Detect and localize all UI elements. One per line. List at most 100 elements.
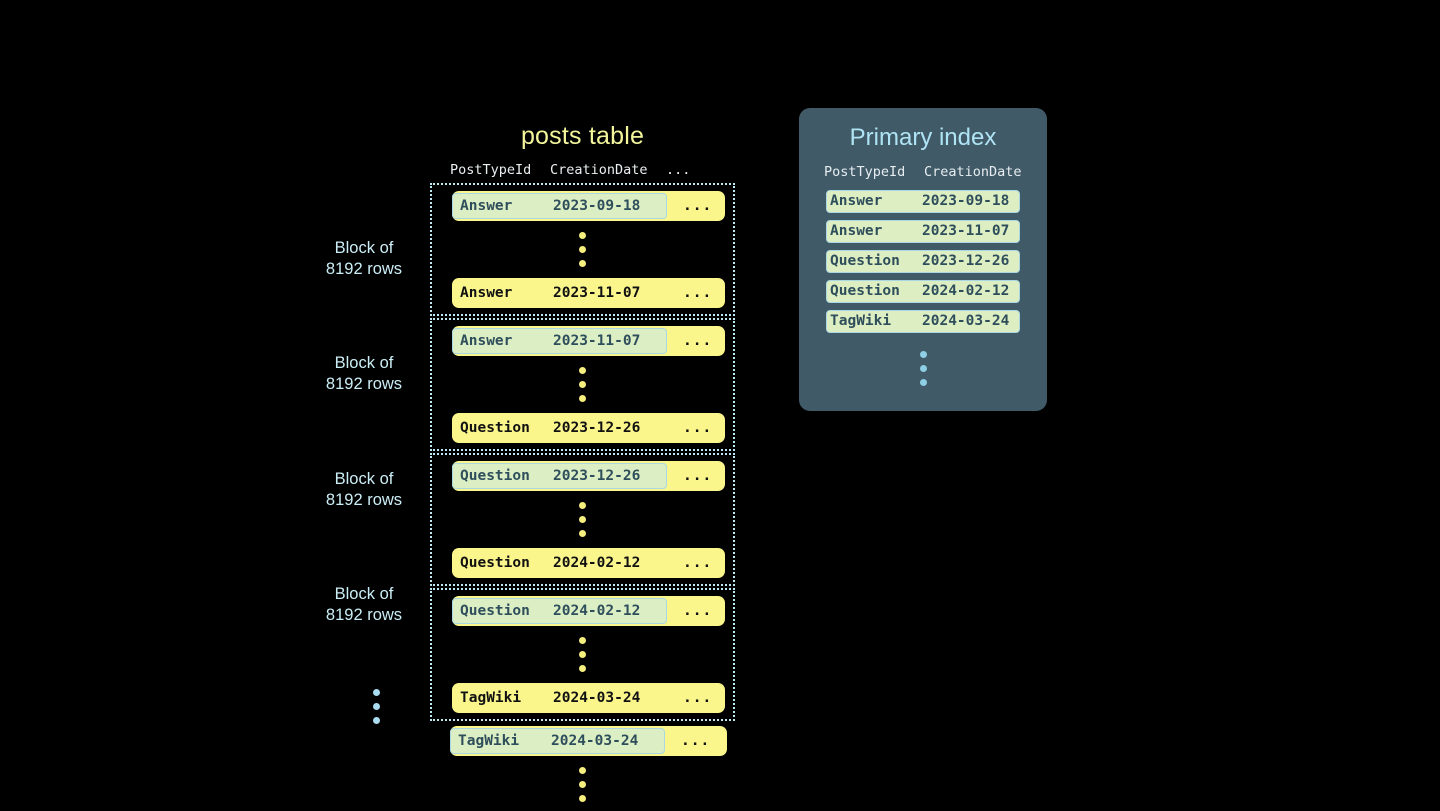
row-mark-highlight: Question 2023-12-26 <box>452 463 667 489</box>
row-mark-highlight: Answer 2023-09-18 <box>452 193 667 219</box>
cell-more: ... <box>683 603 713 619</box>
block-label-2-line1: Block of <box>334 354 394 372</box>
posts-table-title: posts table <box>520 122 645 150</box>
table-row[interactable]: TagWiki 2024-03-24 ... <box>450 726 727 756</box>
index-cell-creationdate: 2024-02-12 <box>922 283 1010 299</box>
index-cell-posttypeid: TagWiki <box>830 313 892 329</box>
column-header-posttypeid: PostTypeId <box>450 162 532 178</box>
dot-icon <box>579 781 586 788</box>
index-mark-row[interactable]: Question 2023-12-26 <box>826 250 1020 273</box>
cell-posttypeid: Question <box>460 555 530 571</box>
index-cell-posttypeid: Question <box>830 253 900 269</box>
block-label-2: Block of 8192 rows <box>300 353 428 395</box>
cell-creationdate: 2024-02-12 <box>553 555 641 571</box>
dot-icon <box>372 717 380 724</box>
cell-posttypeid: Answer <box>460 198 513 214</box>
vertical-ellipsis-icon <box>432 358 733 411</box>
block-label-3-line2: 8192 rows <box>325 491 403 509</box>
index-cell-posttypeid: Question <box>830 283 900 299</box>
posts-table-panel: posts table PostTypeId CreationDate ... … <box>430 120 735 811</box>
index-cell-creationdate: 2023-11-07 <box>922 223 1010 239</box>
cell-posttypeid: TagWiki <box>460 690 522 706</box>
cell-more: ... <box>683 198 713 214</box>
dot-icon <box>372 689 380 696</box>
cell-creationdate: 2023-12-26 <box>553 468 641 484</box>
cell-more: ... <box>683 420 713 436</box>
block-label-3: Block of 8192 rows <box>300 469 428 511</box>
block-continuation-dots <box>300 680 452 733</box>
block-label-3-line1: Block of <box>334 470 394 488</box>
table-block: Question 2023-12-26 ... Question 2024-02… <box>430 453 735 586</box>
column-header-more: ... <box>666 162 691 178</box>
dot-icon <box>579 530 586 537</box>
cell-creationdate: 2023-11-07 <box>553 333 641 349</box>
table-block: Answer 2023-11-07 ... Question 2023-12-2… <box>430 318 735 451</box>
dot-icon <box>579 651 586 658</box>
row-cells: Question 2023-12-26 <box>452 415 667 441</box>
row-mark-highlight: TagWiki 2024-03-24 <box>450 728 665 754</box>
index-mark-row[interactable]: Answer 2023-09-18 <box>826 190 1020 213</box>
row-mark-highlight: Answer 2023-11-07 <box>452 328 667 354</box>
block-label-4-line2: 8192 rows <box>325 606 403 624</box>
vertical-ellipsis-icon <box>430 758 735 811</box>
vertical-ellipsis-icon <box>372 680 380 733</box>
block-label-4: Block of 8192 rows <box>300 584 428 626</box>
primary-index-column-headers: PostTypeId CreationDate <box>799 164 1047 180</box>
vertical-ellipsis-icon <box>432 493 733 546</box>
primary-index-panel: Primary index PostTypeId CreationDate An… <box>799 108 1047 411</box>
block-label-1-line1: Block of <box>334 239 394 257</box>
table-row[interactable]: Question 2023-12-26 ... <box>452 461 725 491</box>
index-continuation-dots <box>799 340 1047 395</box>
row-cells: Question 2024-02-12 <box>452 550 667 576</box>
block-label-4-line1: Block of <box>334 585 394 603</box>
cell-more: ... <box>683 555 713 571</box>
cell-more: ... <box>681 733 711 749</box>
dot-icon <box>579 232 586 239</box>
index-cell-posttypeid: Answer <box>830 223 883 239</box>
dot-icon <box>579 665 586 672</box>
row-cells: Answer 2023-11-07 <box>452 280 667 306</box>
dot-icon <box>579 260 586 267</box>
vertical-ellipsis-icon <box>432 628 733 681</box>
dot-icon <box>372 703 380 710</box>
index-mark-row[interactable]: Answer 2023-11-07 <box>826 220 1020 243</box>
cell-posttypeid: Question <box>460 468 530 484</box>
cell-posttypeid: Question <box>460 603 530 619</box>
block-label-1-line2: 8192 rows <box>325 260 403 278</box>
primary-index-title: Primary index <box>849 124 997 151</box>
dot-icon <box>579 367 586 374</box>
dot-icon <box>919 351 927 358</box>
table-row[interactable]: Answer 2023-11-07 ... <box>452 278 725 308</box>
cell-creationdate: 2023-12-26 <box>553 420 641 436</box>
index-cell-posttypeid: Answer <box>830 193 883 209</box>
vertical-ellipsis-icon <box>919 342 927 395</box>
index-mark-row[interactable]: TagWiki 2024-03-24 <box>826 310 1020 333</box>
index-cell-creationdate: 2023-09-18 <box>922 193 1010 209</box>
dot-icon <box>579 516 586 523</box>
table-row[interactable]: TagWiki 2024-03-24 ... <box>452 683 725 713</box>
table-block: Question 2024-02-12 ... TagWiki 2024-03-… <box>430 588 735 721</box>
vertical-ellipsis-icon <box>432 223 733 276</box>
cell-more: ... <box>683 690 713 706</box>
dot-icon <box>579 502 586 509</box>
cell-creationdate: 2023-11-07 <box>553 285 641 301</box>
dot-icon <box>579 767 586 774</box>
cell-posttypeid: Answer <box>460 285 513 301</box>
table-block: Answer 2023-09-18 ... Answer 2023-11-07 … <box>430 183 735 316</box>
index-mark-row[interactable]: Question 2024-02-12 <box>826 280 1020 303</box>
index-column-header-creationdate: CreationDate <box>924 164 1022 180</box>
row-cells: TagWiki 2024-03-24 <box>452 685 667 711</box>
table-row[interactable]: Question 2024-02-12 ... <box>452 548 725 578</box>
column-header-creationdate: CreationDate <box>550 162 648 178</box>
cell-more: ... <box>683 333 713 349</box>
dot-icon <box>919 365 927 372</box>
table-row[interactable]: Answer 2023-11-07 ... <box>452 326 725 356</box>
dot-icon <box>579 795 586 802</box>
table-tail-row-wrapper: TagWiki 2024-03-24 ... <box>430 726 735 811</box>
table-row[interactable]: Question 2024-02-12 ... <box>452 596 725 626</box>
cell-posttypeid: Question <box>460 420 530 436</box>
table-row[interactable]: Question 2023-12-26 ... <box>452 413 725 443</box>
dot-icon <box>579 395 586 402</box>
table-row[interactable]: Answer 2023-09-18 ... <box>452 191 725 221</box>
posts-table-column-headers: PostTypeId CreationDate ... <box>430 162 735 183</box>
